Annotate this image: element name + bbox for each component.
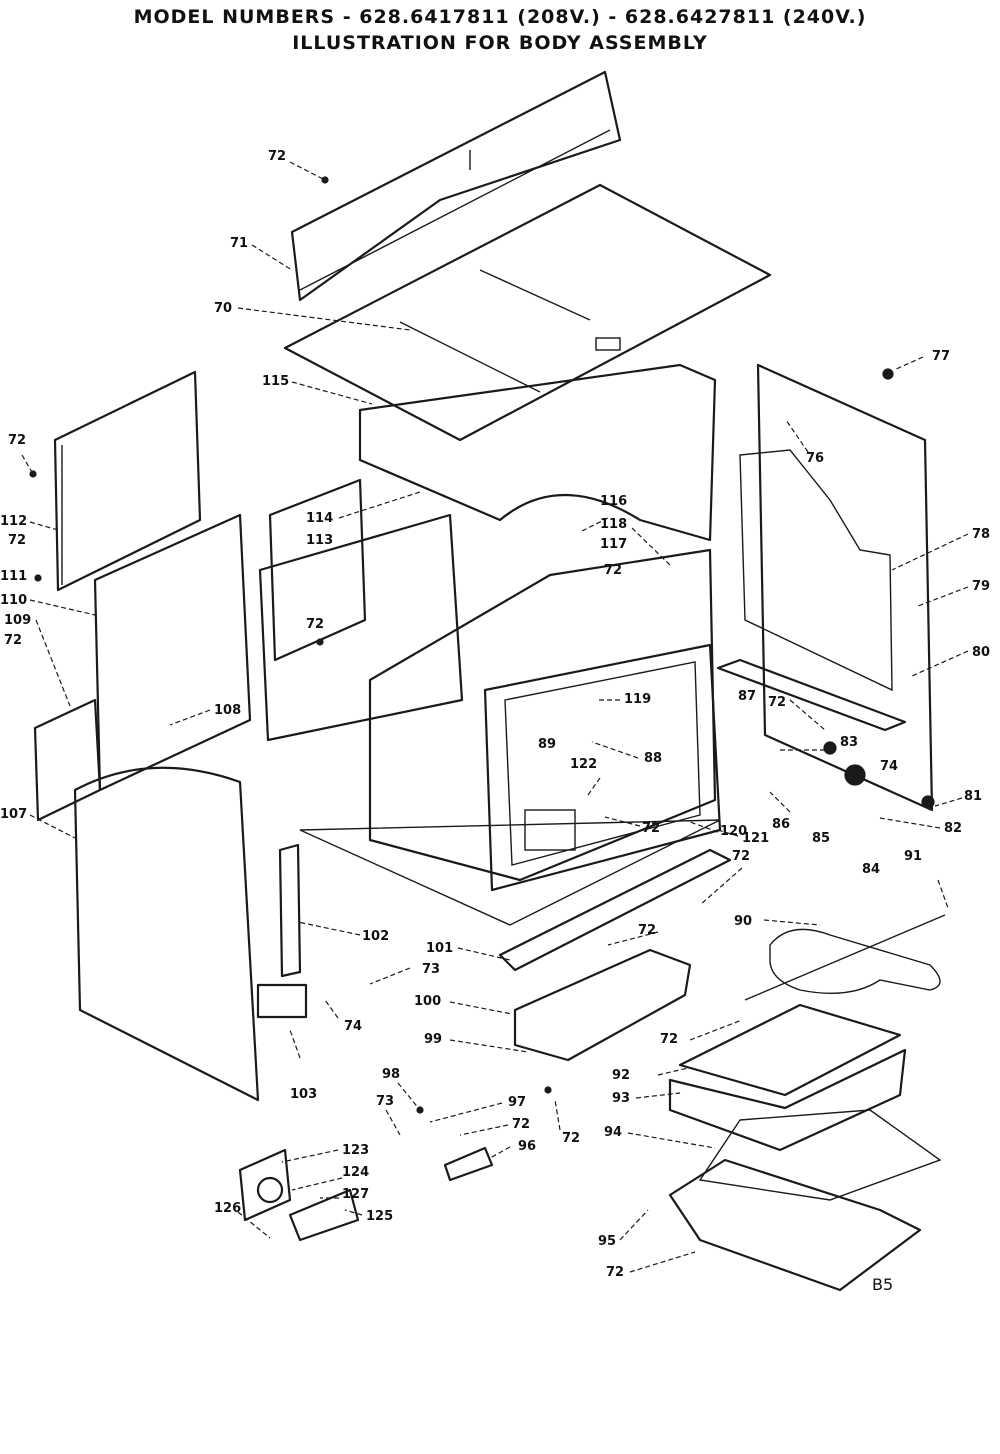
callout-72: 72 bbox=[268, 149, 286, 164]
callout-74: 74 bbox=[344, 1019, 362, 1034]
callout-111: 111 bbox=[0, 569, 27, 584]
callout-77: 77 bbox=[932, 349, 950, 364]
page-title-assembly: ILLUSTRATION FOR BODY ASSEMBLY bbox=[292, 32, 708, 54]
left-insulation bbox=[33, 698, 102, 822]
callout-labels: 72 71 70 115 77 76 72 112 72 111 114 113… bbox=[0, 149, 990, 1294]
callout-87: 87 bbox=[738, 689, 756, 704]
callout-93: 93 bbox=[612, 1091, 630, 1106]
callout-112: 112 bbox=[0, 514, 27, 529]
broil-element bbox=[744, 914, 946, 1001]
oven-liner-wrap bbox=[358, 363, 717, 542]
callout-82: 82 bbox=[944, 821, 962, 836]
callout-116: 116 bbox=[600, 494, 627, 509]
callout-90: 90 bbox=[734, 914, 752, 929]
element-bracket bbox=[716, 658, 907, 732]
callout-96: 96 bbox=[518, 1139, 536, 1154]
callout-72: 72 bbox=[642, 821, 660, 836]
callout-73: 73 bbox=[422, 962, 440, 977]
callout-94: 94 bbox=[604, 1125, 622, 1140]
callout-100: 100 bbox=[414, 994, 441, 1009]
callout-117: 117 bbox=[600, 537, 627, 552]
oven-door bbox=[73, 766, 260, 1102]
callout-120: 120 bbox=[720, 824, 747, 839]
door-hinge-parts bbox=[256, 843, 308, 1019]
left-side-panel-upper bbox=[53, 370, 202, 592]
callout-125: 125 bbox=[366, 1209, 393, 1224]
main-top bbox=[283, 183, 772, 442]
callout-119: 119 bbox=[624, 692, 651, 707]
callout-86: 86 bbox=[772, 817, 790, 832]
callout-76: 76 bbox=[806, 451, 824, 466]
page-title-models: MODEL NUMBERS - 628.6417811 (208V.) - 62… bbox=[133, 6, 867, 28]
callout-123: 123 bbox=[342, 1143, 369, 1158]
bottom-panel bbox=[668, 1158, 922, 1292]
callout-91: 91 bbox=[904, 849, 922, 864]
callout-81: 81 bbox=[964, 789, 982, 804]
callout-85: 85 bbox=[812, 831, 830, 846]
callout-110: 110 bbox=[0, 593, 27, 608]
callout-78: 78 bbox=[972, 527, 990, 542]
callout-72: 72 bbox=[8, 533, 26, 548]
callout-102: 102 bbox=[362, 929, 389, 944]
callout-72: 72 bbox=[768, 695, 786, 710]
callout-83: 83 bbox=[840, 735, 858, 750]
callout-118: 118 bbox=[600, 517, 627, 532]
callout-72: 72 bbox=[8, 433, 26, 448]
callout-74: 74 bbox=[880, 759, 898, 774]
insulation-blocks bbox=[258, 478, 464, 742]
callout-97: 97 bbox=[508, 1095, 526, 1110]
backguard-panel bbox=[290, 70, 622, 302]
callout-107: 107 bbox=[0, 807, 27, 822]
callout-72: 72 bbox=[638, 923, 656, 938]
callout-92: 92 bbox=[612, 1068, 630, 1083]
door-liner bbox=[483, 643, 722, 892]
callout-115: 115 bbox=[262, 374, 289, 389]
storage-drawer bbox=[498, 848, 732, 1062]
page-code: B5 bbox=[872, 1275, 893, 1294]
callout-99: 99 bbox=[424, 1032, 442, 1047]
callout-98: 98 bbox=[382, 1067, 400, 1082]
broiler-pan bbox=[668, 1003, 942, 1201]
rear-panel bbox=[739, 363, 934, 812]
oven-cavity bbox=[299, 548, 721, 926]
callout-89: 89 bbox=[538, 737, 556, 752]
callout-126: 126 bbox=[214, 1201, 241, 1216]
callout-leaders bbox=[21, 161, 969, 1273]
callout-88: 88 bbox=[644, 751, 662, 766]
callout-72: 72 bbox=[306, 617, 324, 632]
callout-84: 84 bbox=[862, 862, 880, 877]
callout-72: 72 bbox=[606, 1265, 624, 1280]
callout-108: 108 bbox=[214, 703, 241, 718]
callout-95: 95 bbox=[598, 1234, 616, 1249]
callout-71: 71 bbox=[230, 236, 248, 251]
callout-72: 72 bbox=[562, 1131, 580, 1146]
callout-72: 72 bbox=[4, 633, 22, 648]
left-side-panel bbox=[93, 513, 252, 792]
callout-72: 72 bbox=[604, 563, 622, 578]
callout-80: 80 bbox=[972, 645, 990, 660]
callout-101: 101 bbox=[426, 941, 453, 956]
callout-109: 109 bbox=[4, 613, 31, 628]
callout-79: 79 bbox=[972, 579, 990, 594]
hardware-screws bbox=[29, 176, 935, 1114]
callout-103: 103 bbox=[290, 1087, 317, 1102]
callout-72: 72 bbox=[732, 849, 750, 864]
callout-122: 122 bbox=[570, 757, 597, 772]
callout-70: 70 bbox=[214, 301, 232, 316]
callout-127: 127 bbox=[342, 1187, 369, 1202]
callout-72: 72 bbox=[512, 1117, 530, 1132]
callout-73: 73 bbox=[376, 1094, 394, 1109]
callout-72: 72 bbox=[660, 1032, 678, 1047]
callout-114: 114 bbox=[306, 511, 333, 526]
callout-121: 121 bbox=[742, 831, 769, 846]
callout-113: 113 bbox=[306, 533, 333, 548]
callout-124: 124 bbox=[342, 1165, 369, 1180]
